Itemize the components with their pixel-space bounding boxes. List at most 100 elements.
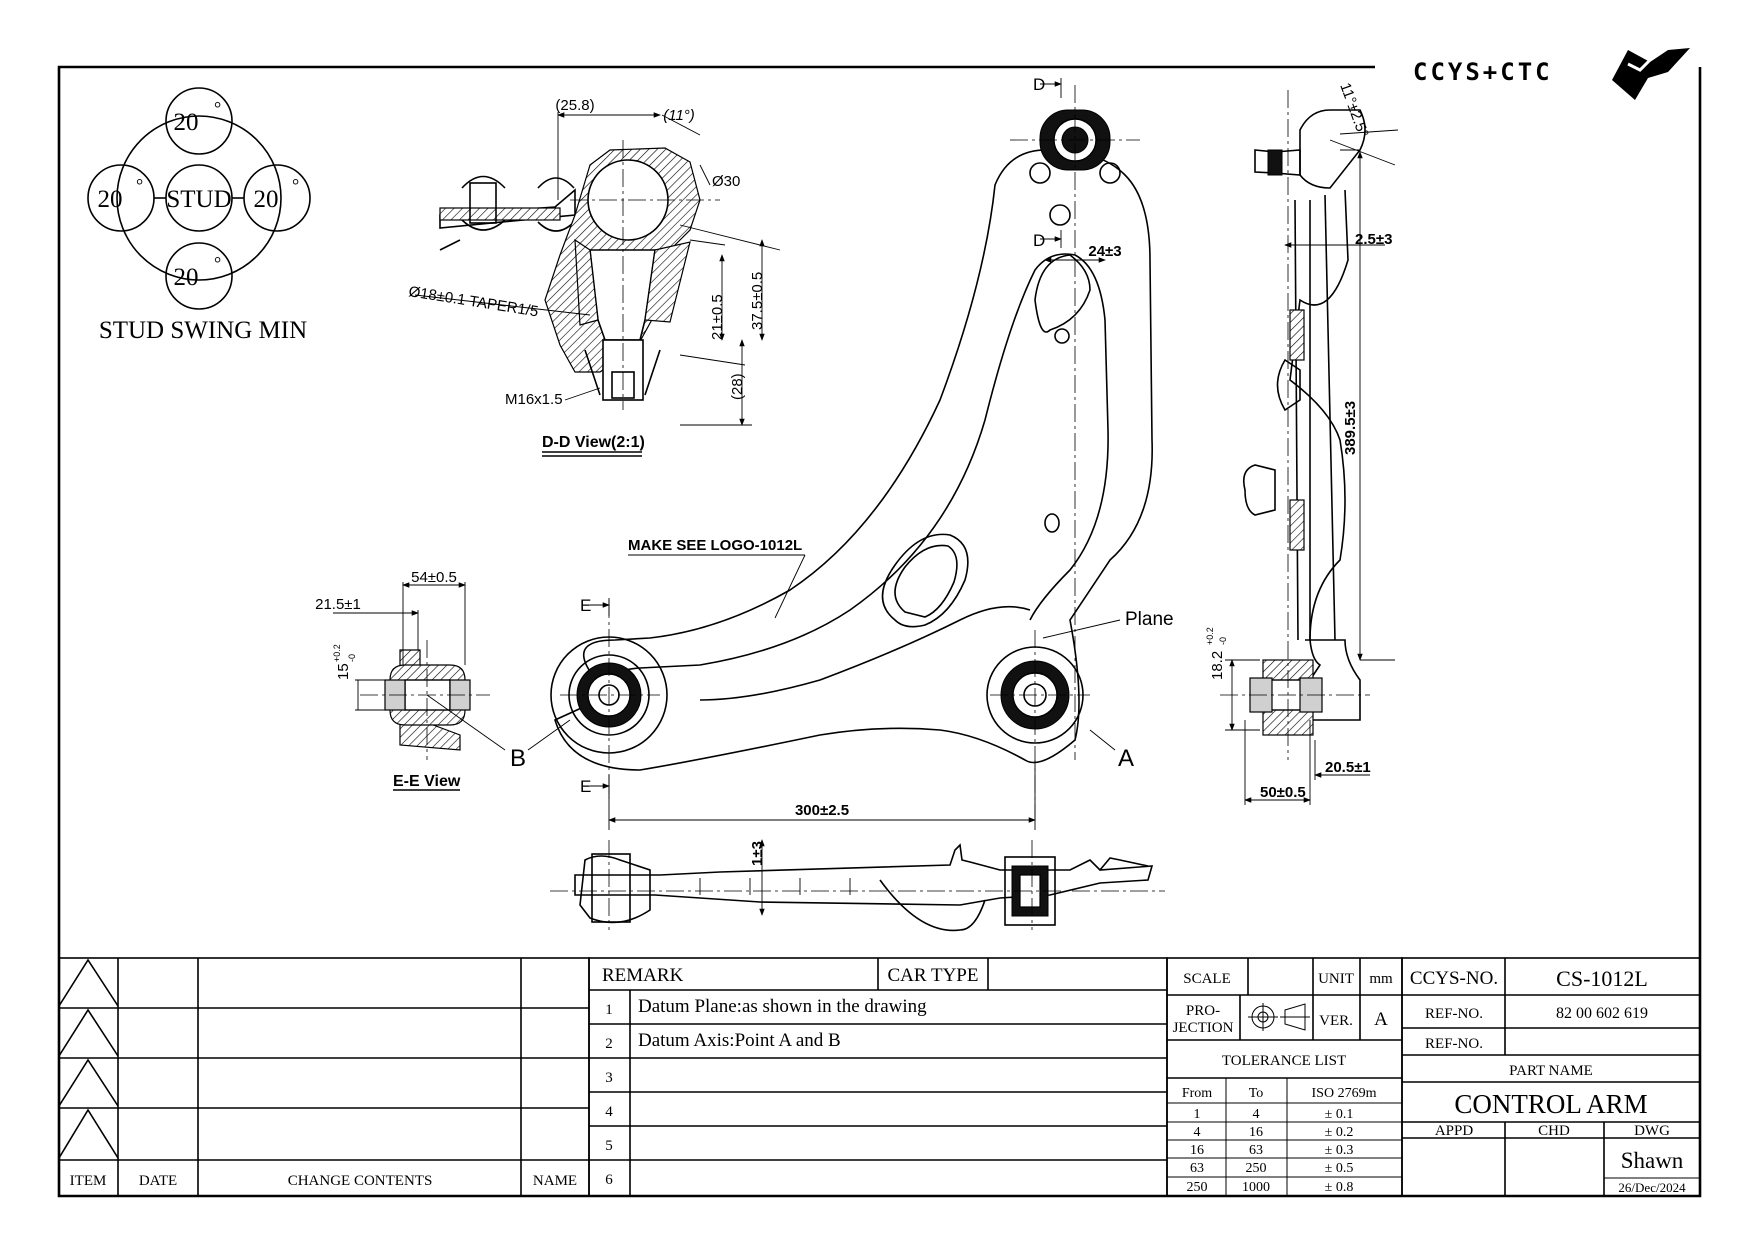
part-title-block: CCYS-NO. CS-1012L REF-NO. 82 00 602 619 … [1401, 957, 1701, 1197]
logo-mark [1612, 48, 1690, 100]
control-arm-plan-view: D D E E 24±3 300±2.5 MAKE SEE LOGO-1012L… [510, 75, 1174, 830]
dim-24: 24±3 [1088, 243, 1121, 260]
svg-text:-0: -0 [347, 654, 357, 662]
section-mark-d-bottom: D [1033, 231, 1045, 250]
projection-symbol-icon [1248, 1003, 1310, 1031]
dd-dim-37-5: 37.5±0.5 [749, 272, 766, 330]
part-name-value: CONTROL ARM [1454, 1089, 1647, 1119]
rev-header-change: CHANGE CONTENTS [288, 1173, 433, 1189]
svg-text:4: 4 [1194, 1125, 1201, 1140]
tol-header-from: From [1182, 1086, 1212, 1101]
svg-text:°: ° [214, 253, 221, 273]
dd-caption: D-D View(2:1) [542, 434, 645, 451]
side-dim-389-5: 389.5±3 [1342, 401, 1359, 455]
section-mark-e-bottom: E [580, 777, 591, 796]
remark-text-2: Datum Axis:Point A and B [638, 1030, 841, 1051]
tol-header-iso: ISO 2769m [1312, 1086, 1377, 1101]
svg-text:16: 16 [1249, 1125, 1263, 1140]
remark-num-6: 6 [605, 1172, 613, 1188]
svg-text:4: 4 [1253, 1107, 1260, 1122]
dd-dim-thread: M16x1.5 [505, 391, 563, 408]
svg-text:± 0.8: ± 0.8 [1325, 1180, 1354, 1195]
svg-text:1: 1 [1194, 1107, 1201, 1122]
point-b-label: B [510, 745, 526, 772]
plane-label: Plane [1125, 609, 1174, 630]
section-mark-d-top: D [1033, 75, 1045, 94]
svg-text:16: 16 [1190, 1143, 1204, 1158]
svg-text:± 0.1: ± 0.1 [1325, 1107, 1354, 1122]
stud-angle-right: 20 [254, 186, 279, 213]
scale-label: SCALE [1183, 971, 1231, 987]
svg-text:1000: 1000 [1242, 1180, 1270, 1195]
tol-header-to: To [1249, 1086, 1264, 1101]
revision-table: ITEM DATE CHANGE CONTENTS NAME [58, 957, 590, 1197]
sheet-border [57, 65, 1702, 1198]
dd-dim-21: 21±0.5 [709, 294, 726, 340]
dim-300: 300±2.5 [795, 802, 849, 819]
stud-swing-caption: STUD SWING MIN [99, 317, 307, 344]
logo-note: MAKE SEE LOGO-1012L [628, 537, 802, 554]
ref-no2-label: REF-NO. [1425, 1036, 1483, 1052]
ee-caption: E-E View [393, 773, 461, 790]
section-ee-view: 54±0.5 21.5±1 15 +0.2 -0 E-E View [315, 569, 506, 791]
control-arm-side-view: 11°±2.5° 2.5±3 389.5±3 18.2 +0.2 -0 20.5… [1205, 81, 1399, 805]
rev-header-item: ITEM [70, 1173, 107, 1189]
side-dim-18-2: 18.2 [1209, 651, 1226, 680]
dd-dim-11deg: (11°) [663, 107, 695, 124]
ee-dim-54: 54±0.5 [411, 569, 457, 586]
svg-text:250: 250 [1187, 1180, 1208, 1195]
ver-label: VER. [1319, 1013, 1353, 1029]
stud-angle-bottom: 20 [174, 264, 199, 291]
svg-text:250: 250 [1246, 1161, 1267, 1176]
point-a-label: A [1118, 745, 1134, 772]
logo-text: CCYS+CTC [1413, 58, 1553, 86]
remark-num-4: 4 [605, 1104, 613, 1120]
svg-text:± 0.2: ± 0.2 [1325, 1125, 1354, 1140]
svg-text:± 0.3: ± 0.3 [1325, 1143, 1354, 1158]
tolerance-title: TOLERANCE LIST [1222, 1053, 1346, 1069]
dd-dim-28: (28) [729, 373, 746, 400]
tolerance-block: SCALE UNIT mm PRO- JECTION VER. A TOLERA… [1166, 957, 1403, 1197]
ref-no-label: REF-NO. [1425, 1006, 1483, 1022]
unit-value: mm [1369, 971, 1393, 987]
remark-num-3: 3 [605, 1070, 613, 1086]
svg-text:+0.2: +0.2 [1205, 627, 1215, 645]
side-dim-2-5: 2.5±3 [1355, 231, 1392, 248]
part-name-label: PART NAME [1509, 1063, 1593, 1079]
stud-angle-top: 20 [174, 109, 199, 136]
drawn-by-value: Shawn [1621, 1148, 1684, 1173]
section-dd-view: (25.8) (11°) Ø30 Ø18±0.1 TAPER1/5 21±0.5… [407, 97, 781, 457]
appd-label: APPD [1435, 1123, 1474, 1139]
stud-angle-left: 20 [98, 186, 123, 213]
dd-dim-dia30: Ø30 [712, 173, 740, 190]
stud-swing-diagram: STUD 20 20 20 20 ° ° ° ° STUD SWING MIN [87, 87, 311, 344]
remark-num-2: 2 [605, 1036, 613, 1052]
ref-no-value: 82 00 602 619 [1556, 1005, 1648, 1022]
side-dim-20-5: 20.5±1 [1325, 759, 1371, 776]
svg-text:°: ° [214, 98, 221, 118]
remark-header: REMARK [602, 965, 684, 986]
side-dim-50: 50±0.5 [1260, 784, 1306, 801]
dd-dim-taper: Ø18±0.1 TAPER1/5 [407, 283, 539, 320]
ver-value: A [1374, 1009, 1388, 1030]
svg-text:°: ° [136, 175, 143, 195]
bottom-dim-1: 1±3 [749, 841, 766, 866]
projection-label-2: JECTION [1173, 1020, 1234, 1036]
svg-text:°: ° [292, 175, 299, 195]
car-type-label: CAR TYPE [888, 965, 979, 986]
ccys-no-value: CS-1012L [1556, 966, 1648, 991]
ee-dim-21-5: 21.5±1 [315, 596, 361, 613]
dwg-label: DWG [1634, 1123, 1670, 1139]
svg-text:± 0.5: ± 0.5 [1325, 1161, 1354, 1176]
dd-dim-25-8: (25.8) [555, 97, 594, 114]
svg-text:-0: -0 [1218, 637, 1228, 645]
projection-label-1: PRO- [1186, 1003, 1220, 1019]
drawing-date: 26/Dec/2024 [1618, 1180, 1686, 1195]
control-arm-bottom-view: 1±3 [550, 839, 1165, 932]
remarks-table: REMARK CAR TYPE 1 Datum Plane:as shown i… [588, 957, 1168, 1197]
rev-header-name: NAME [533, 1173, 577, 1189]
stud-label: STUD [166, 186, 231, 213]
svg-text:63: 63 [1249, 1143, 1263, 1158]
section-mark-e-top: E [580, 596, 591, 615]
